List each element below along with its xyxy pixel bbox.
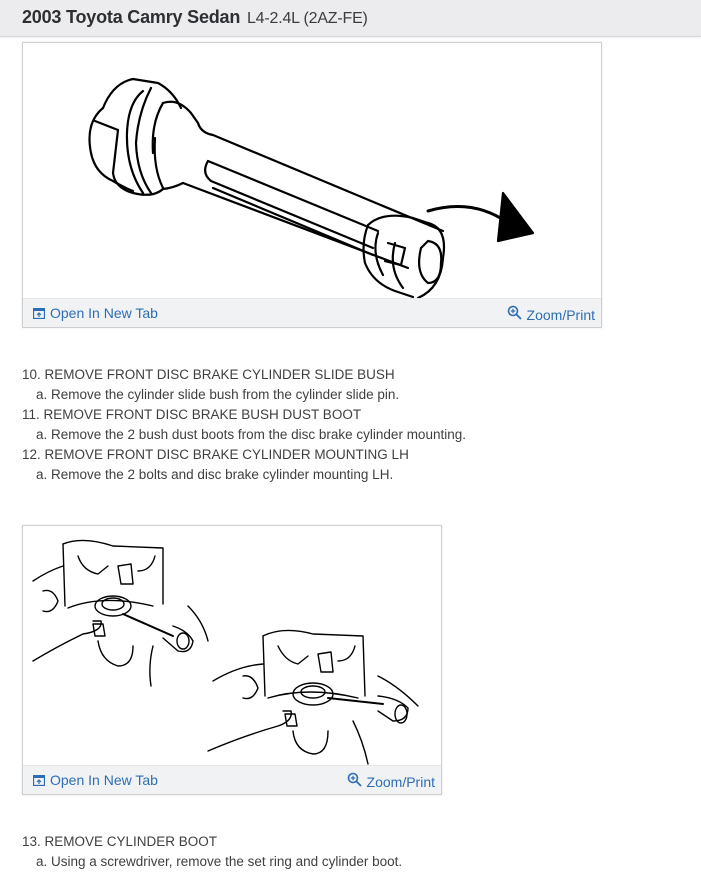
figure-2: Open In New Tab Zoom/Print xyxy=(22,525,442,795)
zoom-print-label: Zoom/Print xyxy=(366,774,435,790)
figure-1: Open In New Tab Zoom/Print xyxy=(22,42,602,328)
step-13-instruction: a. Using a screwdriver, remove the set r… xyxy=(36,854,403,869)
step-11-instruction: a. Remove the 2 bush dust boots from the… xyxy=(36,427,466,442)
step-12-instruction: a. Remove the 2 bolts and disc brake cyl… xyxy=(36,467,394,482)
vehicle-name: 2003 Toyota Camry Sedan xyxy=(22,7,241,27)
steps-10-12: 10. REMOVE FRONT DISC BRAKE CYLINDER SLI… xyxy=(22,365,466,485)
zoom-print-label: Zoom/Print xyxy=(526,307,595,323)
figure-2-zoom-print[interactable]: Zoom/Print xyxy=(347,769,435,790)
step-12-title: 12. REMOVE FRONT DISC BRAKE CYLINDER MOU… xyxy=(22,447,409,462)
figure-1-zoom-print[interactable]: Zoom/Print xyxy=(507,302,595,323)
open-in-new-tab-label: Open In New Tab xyxy=(50,305,158,321)
open-new-tab-icon xyxy=(33,307,45,319)
zoom-in-icon xyxy=(347,772,362,787)
figure-2-toolbar: Open In New Tab Zoom/Print xyxy=(23,765,441,794)
cylinder-boot-illustration xyxy=(23,526,441,766)
step-11-title: 11. REMOVE FRONT DISC BRAKE BUSH DUST BO… xyxy=(22,407,362,422)
open-new-tab-icon xyxy=(33,774,45,786)
page-header: 2003 Toyota Camry Sedan L4-2.4L (2AZ-FE) xyxy=(0,0,701,37)
slide-pin-illustration xyxy=(23,43,601,300)
open-in-new-tab-label: Open In New Tab xyxy=(50,772,158,788)
figure-2-open-in-new-tab[interactable]: Open In New Tab xyxy=(33,772,158,788)
zoom-in-icon xyxy=(507,305,522,320)
figure-1-open-in-new-tab[interactable]: Open In New Tab xyxy=(33,305,158,321)
figure-1-toolbar: Open In New Tab Zoom/Print xyxy=(23,298,601,327)
step-10-title: 10. REMOVE FRONT DISC BRAKE CYLINDER SLI… xyxy=(22,367,395,382)
step-13: 13. REMOVE CYLINDER BOOT a. Using a scre… xyxy=(22,832,402,872)
step-13-title: 13. REMOVE CYLINDER BOOT xyxy=(22,834,218,849)
vehicle-title: 2003 Toyota Camry Sedan L4-2.4L (2AZ-FE) xyxy=(22,7,368,28)
engine-label: L4-2.4L (2AZ-FE) xyxy=(246,10,368,27)
step-10-instruction: a. Remove the cylinder slide bush from t… xyxy=(36,387,400,402)
